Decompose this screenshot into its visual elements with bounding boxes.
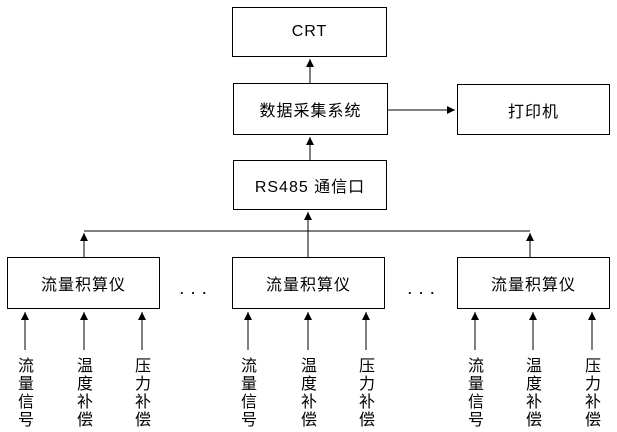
- flow-totalizer-box-3: 流量积算仪: [457, 257, 610, 309]
- ellipsis-2: . . .: [408, 282, 437, 297]
- pressure-compensation-label-2: 压力补偿: [356, 357, 373, 429]
- crt-box: CRT: [232, 7, 387, 57]
- flow-totalizer-box-1: 流量积算仪: [7, 257, 160, 309]
- temperature-compensation-label-2: 温度补偿: [298, 357, 315, 429]
- flow-signal-label-2: 流量信号: [238, 357, 255, 429]
- data-acquisition-box: 数据采集系统: [233, 83, 388, 135]
- pressure-compensation-label-3: 压力补偿: [582, 357, 599, 429]
- temperature-compensation-label-1: 温度补偿: [74, 357, 91, 429]
- flow-totalizer-box-2: 流量积算仪: [232, 257, 385, 309]
- flow-signal-label-3: 流量信号: [465, 357, 482, 429]
- ellipsis-1: . . .: [180, 282, 209, 297]
- printer-box: 打印机: [457, 84, 610, 135]
- temperature-compensation-label-3: 温度补偿: [523, 357, 540, 429]
- flow-signal-label-1: 流量信号: [15, 357, 32, 429]
- pressure-compensation-label-1: 压力补偿: [132, 357, 149, 429]
- rs485-port-box: RS485 通信口: [233, 160, 387, 210]
